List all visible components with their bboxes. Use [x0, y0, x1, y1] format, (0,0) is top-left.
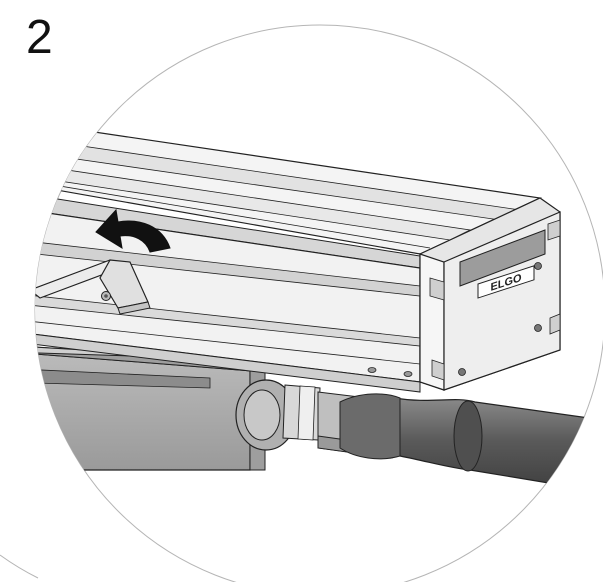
step-number: 2: [26, 11, 53, 64]
profile-rail: [35, 117, 543, 393]
secondary-circle-arc: [0, 554, 39, 579]
locking-lever: [35, 259, 151, 315]
rotate-arrow-icon: [95, 208, 171, 253]
end-cap: ELGO: [419, 197, 561, 391]
cable: [339, 393, 603, 493]
